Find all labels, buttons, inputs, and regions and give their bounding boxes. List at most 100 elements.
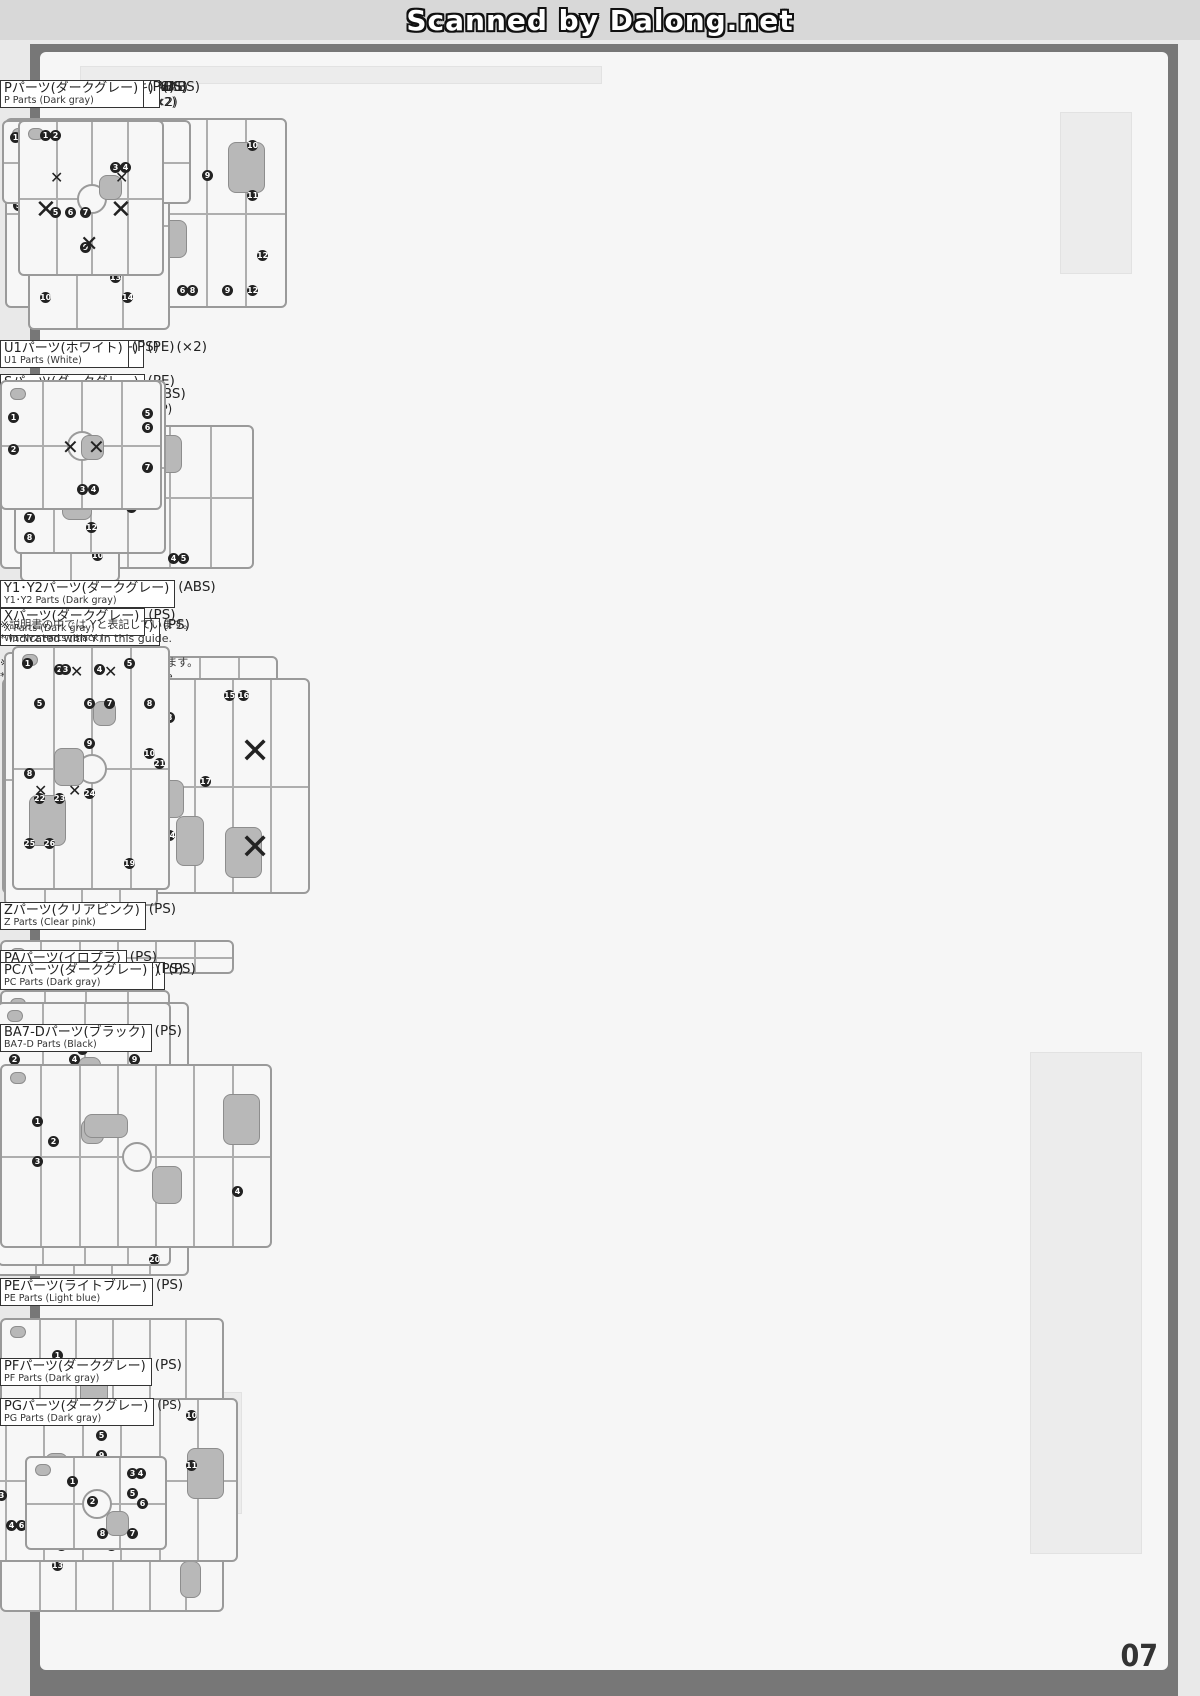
parts-name-jp: Y1･Y2パーツ(ダークグレー) xyxy=(4,581,170,596)
parts-runner-diagram: 123455678892110222324252619✕✕✕✕ xyxy=(12,646,170,890)
parts-material: (PS) xyxy=(156,1278,183,1293)
material-code: (PS) xyxy=(155,1277,184,1293)
material-code: (PS) xyxy=(148,901,177,917)
part-number-marker: 12 xyxy=(86,522,98,533)
plastic-part xyxy=(84,1114,128,1138)
material-code: (ABS) xyxy=(162,79,200,95)
part-number-marker: 9 xyxy=(96,1450,107,1461)
parts-material: (PS) xyxy=(155,1358,182,1373)
runner-center-ring xyxy=(122,1142,152,1172)
part-number-marker: 5 xyxy=(142,408,153,419)
parts-name-en: PE Parts (Light blue) xyxy=(4,1293,101,1304)
parts-material: (PS) xyxy=(155,1024,182,1039)
parts-name-jp: Pパーツ(ダークグレー) xyxy=(4,81,139,96)
part-number-marker: 8 xyxy=(24,768,35,779)
part-number-marker: 10 xyxy=(144,748,156,759)
part-number-marker: 1 xyxy=(40,130,51,141)
part-number-marker: 10 xyxy=(40,292,52,303)
part-number-marker: 1 xyxy=(52,1350,63,1361)
material-code: (PE) xyxy=(147,339,175,355)
part-number-marker: 11 xyxy=(186,1460,198,1471)
part-number-marker: 20 xyxy=(149,1254,161,1264)
parts-material: (PE)(×2) xyxy=(147,340,207,355)
parts-material: (PS) xyxy=(132,340,159,355)
page-number: 07 xyxy=(1120,1639,1158,1674)
part-number-marker: 6 xyxy=(142,422,153,433)
parts-name-en: BA7-D Parts (Black) xyxy=(4,1039,97,1050)
parts-label-box: BA7-Dパーツ(ブラック)BA7-D Parts (Black) xyxy=(0,1024,152,1052)
part-number-marker: 1 xyxy=(32,1116,43,1127)
plastic-part xyxy=(10,1072,26,1084)
part-number-marker: 9 xyxy=(84,738,95,749)
parts-name-jp: PEパーツ(ライトブルー) xyxy=(4,1279,147,1294)
plastic-part xyxy=(152,1166,182,1204)
part-number-marker: 12 xyxy=(257,250,269,261)
unused-part-cross-icon: ✕ xyxy=(240,731,271,772)
part-number-marker: 4 xyxy=(120,162,131,173)
parts-name-jp: PCパーツ(ダークグレー) xyxy=(4,963,148,978)
parts-label: Zパーツ(クリアピンク)Z Parts (Clear pink)(PS) xyxy=(0,902,176,930)
part-number-marker: 24 xyxy=(84,788,96,799)
parts-name-en: PC Parts (Dark gray) xyxy=(4,977,101,988)
part-number-marker: 4 xyxy=(6,1520,17,1531)
parts-name-en: W1･W2 Parts (Black) xyxy=(4,633,103,644)
part-number-marker: 13 xyxy=(110,272,122,283)
unused-part-cross-icon: ✕ xyxy=(240,827,271,868)
part-number-marker: 19 xyxy=(124,858,136,869)
part-number-marker: 1 xyxy=(10,132,21,143)
plastic-part xyxy=(180,1561,201,1598)
part-number-marker: 5 xyxy=(50,207,61,218)
part-number-marker: 9 xyxy=(202,170,213,181)
parts-name-en: U1 Parts (White) xyxy=(4,355,82,366)
part-number-marker: 25 xyxy=(24,838,36,849)
part-number-marker: 6 xyxy=(16,1520,27,1531)
part-number-marker: 5 xyxy=(124,658,135,669)
parts-name-jp: PFパーツ(ダークグレー) xyxy=(4,1359,146,1374)
parts-name-jp: U1パーツ(ホワイト) xyxy=(4,341,123,356)
plastic-part xyxy=(54,748,84,786)
part-number-marker: 5 xyxy=(96,1430,107,1441)
part-number-marker: 1 xyxy=(8,412,19,423)
material-code: (ABS) xyxy=(178,579,216,595)
parts-label-box: PGパーツ(ダークグレー)PG Parts (Dark gray) xyxy=(0,1398,155,1426)
parts-name-jp: PGパーツ(ダークグレー) xyxy=(4,1399,149,1414)
part-number-marker: 2 xyxy=(54,664,65,675)
parts-quantity: (×2) xyxy=(176,339,207,355)
part-number-marker: 8 xyxy=(187,285,198,296)
plastic-part xyxy=(7,1010,23,1022)
plastic-part xyxy=(81,435,104,460)
parts-label-box: Y1･Y2パーツ(ダークグレー)Y1･Y2 Parts (Dark gray) xyxy=(0,580,176,608)
parts-material: (ABS) xyxy=(178,580,215,595)
part-number-marker: 2 xyxy=(87,1496,98,1507)
parts-name-jp: BA7-Dパーツ(ブラック) xyxy=(4,1025,146,1040)
parts-label-box: PEパーツ(ライトブルー)PE Parts (Light blue) xyxy=(0,1278,153,1306)
parts-label: BA7-Dパーツ(ブラック)BA7-D Parts (Black)(PS) xyxy=(0,1024,182,1052)
part-number-marker: 3 xyxy=(77,484,88,495)
material-code: (PS) xyxy=(156,961,184,977)
parts-label: U1パーツ(ホワイト)U1 Parts (White) (PS) xyxy=(0,340,159,368)
part-number-marker: 16 xyxy=(238,690,250,701)
plastic-part xyxy=(228,142,265,193)
parts-name-en: PG Parts (Dark gray) xyxy=(4,1413,102,1424)
parts-label-box: Xパーツ(ダークグレー)X Parts (Dark gray) xyxy=(0,608,146,636)
part-number-marker: 5 xyxy=(178,553,189,564)
part-number-marker: 4 xyxy=(168,553,179,564)
parts-name-en: PF Parts (Dark gray) xyxy=(4,1373,100,1384)
plastic-part xyxy=(223,1094,260,1145)
part-number-marker: 4 xyxy=(232,1186,243,1197)
parts-material: (PS) xyxy=(157,1398,181,1413)
part-number-marker: 5 xyxy=(34,698,45,709)
plastic-part xyxy=(225,827,262,878)
unused-part-cross-icon: ✕ xyxy=(70,662,84,681)
parts-name-en: P Parts (Dark gray) xyxy=(4,95,94,106)
unused-part-cross-icon: ✕ xyxy=(50,168,64,187)
part-number-marker: 3 xyxy=(127,1468,138,1479)
part-number-marker: 9 xyxy=(222,285,233,296)
parts-label-box: PFパーツ(ダークグレー)PF Parts (Dark gray) xyxy=(0,1358,152,1386)
parts-material: (PS) xyxy=(163,618,190,633)
part-number-marker: 2 xyxy=(8,444,19,455)
part-number-marker: 4 xyxy=(135,1468,146,1479)
unused-part-cross-icon: ✕ xyxy=(115,168,129,187)
unused-part-cross-icon: ✕ xyxy=(88,435,105,459)
